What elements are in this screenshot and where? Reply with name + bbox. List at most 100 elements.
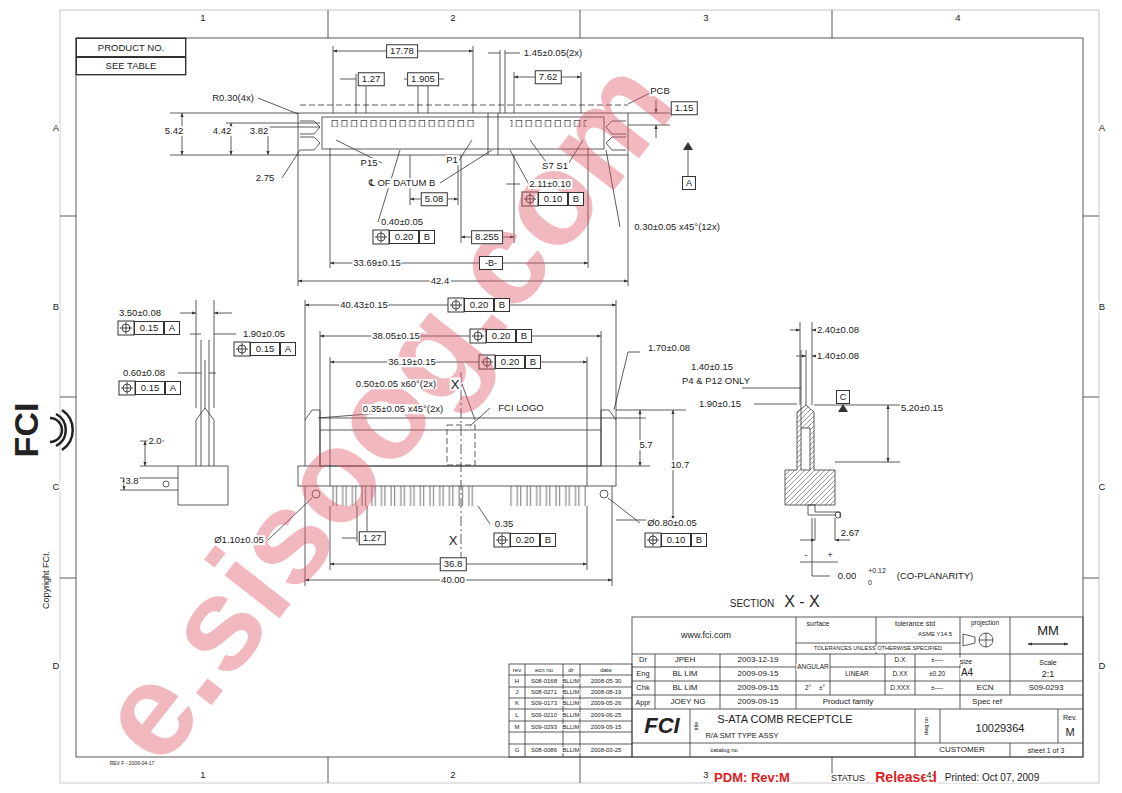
title-block-text: 2009-09-15 (737, 684, 780, 692)
zone-marker: 4 (925, 771, 932, 780)
title-block-text: CUSTOMER (938, 746, 986, 754)
dimension-text: 1.40±0.15 (690, 362, 734, 372)
table-cell: 2008-05-30 (590, 678, 623, 684)
title-block-text: S09-0293 (1028, 684, 1065, 692)
dimension-text: 1.40±0.08 (816, 351, 860, 361)
table-cell: 2008-08-19 (590, 689, 623, 695)
dimension-text: 0.40±0.05 (380, 217, 424, 227)
dimension-text: 2.0 (147, 436, 162, 446)
zone-marker: A (1098, 123, 1106, 133)
title-block-text: JOEY NG (670, 698, 707, 706)
dimension-text: 1.905 (407, 72, 439, 86)
title-block-text: Dr (638, 656, 648, 664)
title-block-text: ANGULAR (796, 664, 829, 671)
tolerance-value: 0.10 (538, 192, 568, 206)
position-symbol (234, 342, 250, 356)
box-text: C (840, 393, 847, 402)
dimension-text: 0 (867, 579, 873, 586)
title-block-text: D.X (894, 657, 907, 664)
zone-marker: 3 (702, 13, 709, 23)
table-cell: BLLIM (561, 678, 580, 684)
dimension-text: 1.27 (359, 531, 386, 545)
title-block-text: tolerance std (894, 620, 936, 627)
tolerance-value: 0.10 (661, 533, 691, 547)
dimension-text: + (826, 550, 834, 560)
title-block-text: ASME Y14.5 (917, 631, 953, 637)
table-cell: 2009-06-25 (590, 712, 623, 718)
logo-text: FCI (9, 402, 43, 459)
section-mark: X (448, 534, 459, 547)
title-block-text: catalog no (709, 747, 739, 753)
title-block-text: 2° (804, 685, 812, 692)
dimension-text: 8.255 (471, 230, 503, 244)
dimension-text: R0.30(4x) (211, 93, 255, 103)
title-block-text: Rev. (1062, 714, 1078, 721)
note-text: P4 & P12 ONLY (681, 376, 751, 386)
title-block-text: title (694, 721, 700, 732)
table-cell: S08-0168 (530, 678, 558, 684)
table-cell: 2008-03-25 (590, 747, 623, 753)
dimension-text: 0.30±0.05 x45°(12x) (633, 222, 721, 232)
title-block-text: ±° (818, 685, 826, 692)
position-symbol (494, 533, 510, 547)
pin-name: S7 S1 (541, 161, 569, 171)
dimension-text: 1.90±0.15 (698, 399, 742, 409)
datum-reference: B (494, 298, 510, 312)
title-block-text: Product family (822, 698, 875, 706)
position-symbol (448, 298, 464, 312)
dimension-text: 2.75 (255, 173, 276, 183)
dimension-text: 1.70±0.08 (647, 343, 691, 353)
table-cell: BLLIM (561, 689, 580, 695)
dimension-text: 0.50±0.05 x60°(2x) (355, 379, 437, 389)
note-text: ℄ OF DATUM B (368, 178, 437, 188)
dimension-text: 33.69±0.15 (352, 258, 401, 268)
zone-marker: D (1098, 661, 1107, 671)
zone-marker: 2 (449, 770, 456, 780)
dimension-text: 36.8 (440, 557, 467, 571)
table-cell: S08-0271 (530, 689, 558, 695)
dimension-text: 0.60±0.08 (122, 368, 166, 378)
footer-text: PDM: Rev:M (713, 771, 791, 784)
title-block-text: A4 (960, 668, 974, 678)
box-text: SEE TABLE (106, 61, 157, 71)
dimension-text: 3.82 (249, 126, 270, 136)
title-block-text: ±---- (930, 685, 944, 692)
position-symbol (522, 192, 538, 206)
dimension-text: 36.19±0.15 (387, 357, 436, 367)
dimension-text: 1.45±0.05(2x) (523, 48, 584, 58)
title-block-text: sheet 1 of 3 (1027, 747, 1066, 754)
box-text: PRODUCT NO. (98, 43, 164, 53)
table-cell: S09-0210 (530, 712, 558, 718)
datum-reference: B (516, 329, 532, 343)
dimension-text: 0.35±0.05 x45°(2x) (362, 404, 444, 414)
position-symbol (470, 329, 486, 343)
tolerance-value: 0.15 (250, 342, 280, 356)
dimension-text: 10.7 (670, 460, 691, 470)
dimension-text: 5.20±0.15 (900, 403, 944, 413)
position-symbol (373, 230, 389, 244)
zone-marker: 4 (954, 13, 961, 23)
zone-marker: B (52, 302, 60, 312)
title-block-text: ±0.20 (928, 671, 946, 678)
title-block-text: Chk (635, 684, 650, 692)
tolerance-value: 0.20 (486, 329, 516, 343)
dimension-text: Ø1.10±0.05 (213, 535, 265, 545)
title-block-text: projection (970, 620, 1000, 627)
table-cell: rev (512, 667, 522, 673)
table-cell: date (599, 667, 613, 673)
dimension-text: 5.08 (421, 192, 448, 206)
title-block-text: 2003-12-19 (737, 656, 780, 664)
dimension-text: 4.42 (212, 126, 233, 136)
zone-marker: D (52, 661, 61, 671)
position-symbol (119, 381, 135, 395)
title-box: SEE TABLE (76, 57, 186, 75)
dimension-text: 38.05±0.15 (371, 331, 420, 341)
dimension-text: 42.4 (430, 276, 451, 286)
pin-name: P1 (445, 155, 459, 165)
feature-control-frames (118, 192, 661, 547)
zone-marker: A (52, 123, 60, 133)
title-block-text: LINEAR (844, 671, 869, 678)
table-cell: J (515, 689, 520, 695)
table-cell: 2009-09-15 (590, 724, 623, 730)
dimension-text: 7.62 (535, 70, 562, 84)
